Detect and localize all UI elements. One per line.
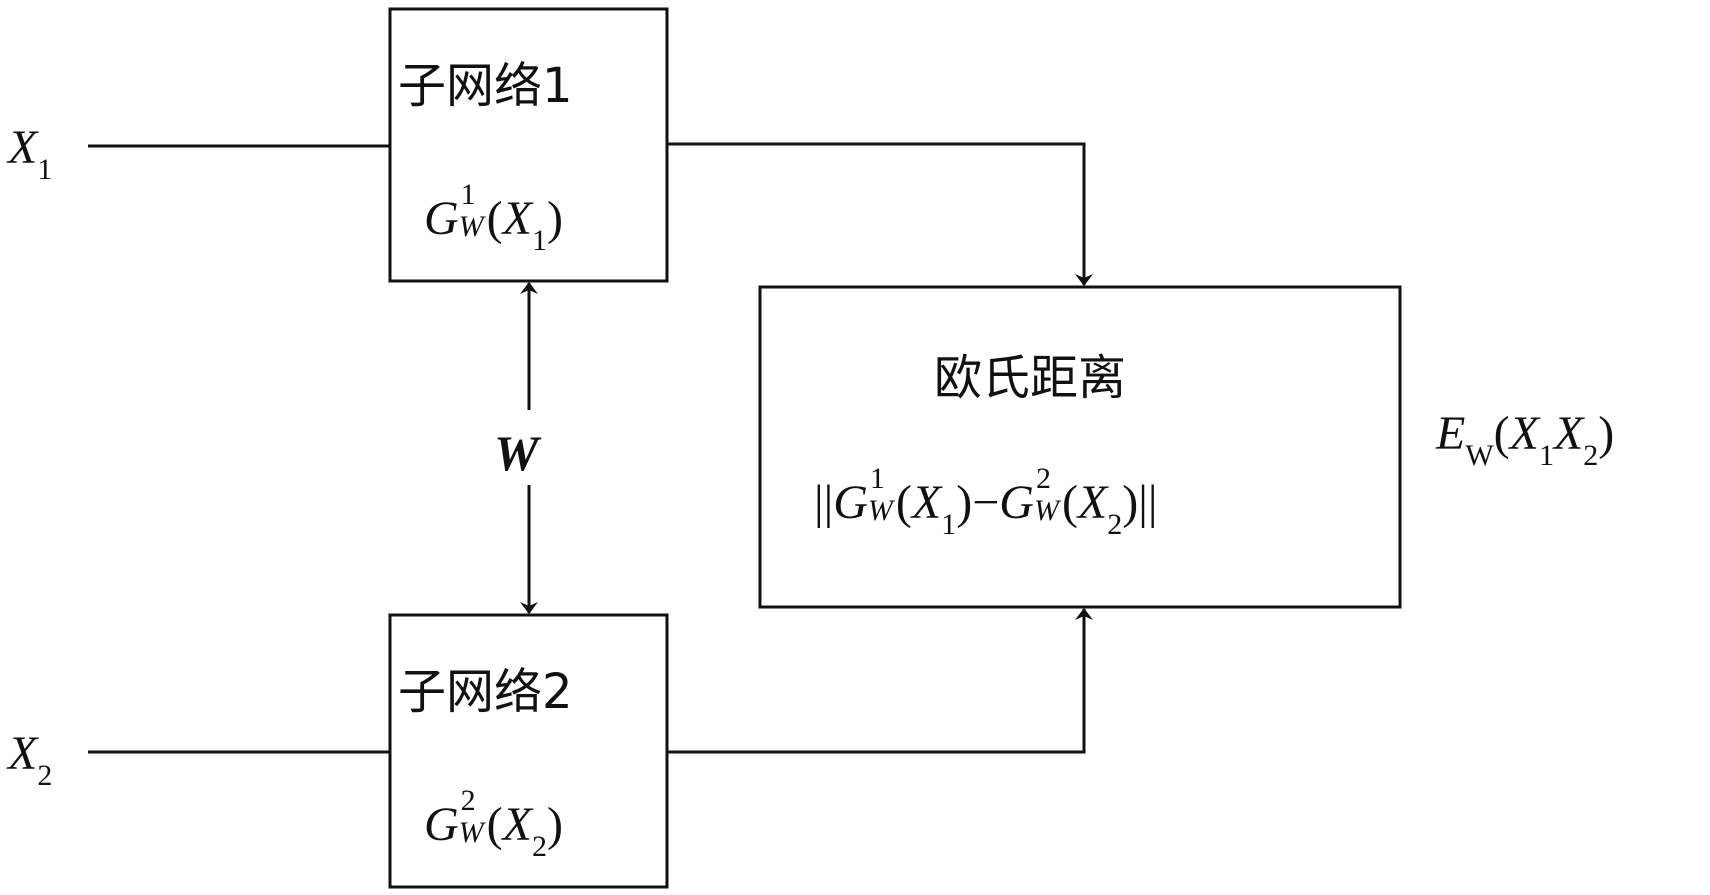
input-x2-label: X2 [8, 727, 53, 792]
subnet1-title: 子网络1 [398, 58, 573, 114]
subnet2-output-connector [667, 608, 1093, 754]
distance-box [758, 285, 1402, 609]
output-label: EW(X1X2) [1436, 407, 1615, 472]
subnet2-title: 子网络2 [398, 664, 573, 720]
subnet1-output-connector [667, 142, 1093, 286]
distance-title: 欧氏距离 [934, 350, 1127, 406]
shared-weight-label: W [494, 425, 539, 481]
input-x1-label: X1 [8, 121, 53, 186]
